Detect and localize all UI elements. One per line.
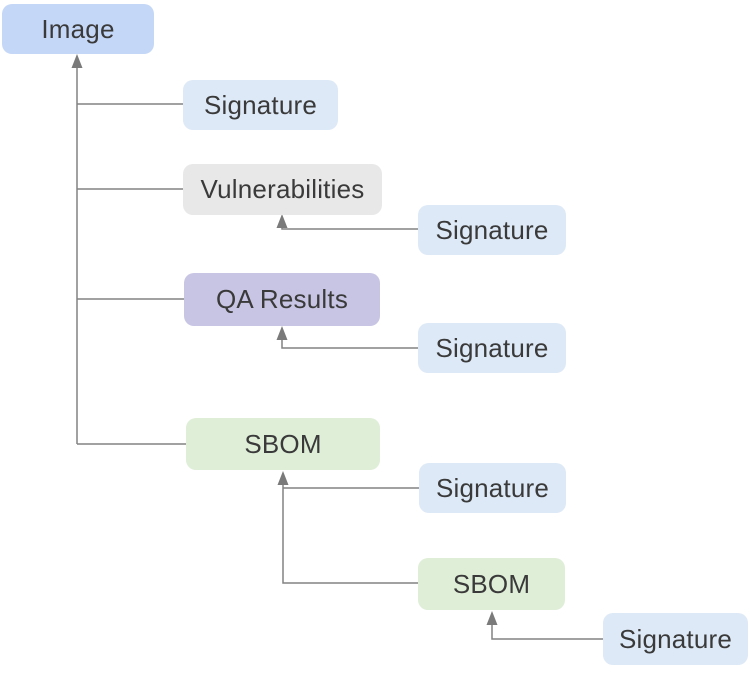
node-sbom: SBOM (186, 418, 380, 470)
node-image: Image (2, 4, 154, 54)
node-signature-label: Signature (435, 332, 549, 363)
arrowhead-to-sbom (277, 471, 289, 485)
edge-signature-to-qa-results (276, 326, 418, 349)
node-image-label: Image (41, 13, 115, 44)
node-signature-label: Signature (203, 89, 318, 120)
node-signature-of-vulnerabilities: Signature (418, 205, 566, 255)
node-vulnerabilities: Vulnerabilities (183, 164, 382, 215)
arrowhead-to-qa-results (276, 326, 288, 340)
node-nested-sbom: SBOM (418, 558, 565, 610)
arrowhead-to-vulnerabilities (276, 214, 288, 228)
node-signature-of-qa-results: Signature (418, 323, 566, 373)
edge-children-to-image (71, 54, 186, 445)
node-signature-of-image: Signature (183, 80, 338, 130)
node-qa-results-label: QA Results (215, 284, 349, 314)
node-qa-results: QA Results (184, 273, 380, 326)
node-sbom-label: SBOM (452, 568, 531, 599)
node-vulnerabilities-label: Vulnerabilities (200, 174, 365, 204)
arrowhead-to-sbom-2 (486, 611, 498, 625)
node-sbom-label: SBOM (244, 428, 322, 459)
edge-children-to-sbom (277, 471, 419, 584)
node-signature-label: Signature (618, 623, 733, 654)
edge-signature-to-sbom-2 (486, 611, 603, 640)
edge-signature-to-vulnerabilities (276, 214, 418, 230)
node-signature-label: Signature (435, 214, 549, 245)
node-signature-of-sbom: Signature (419, 463, 566, 513)
node-signature-label: Signature (435, 472, 550, 503)
arrowhead-to-image (71, 54, 83, 68)
node-signature-of-nested-sbom: Signature (603, 613, 748, 665)
